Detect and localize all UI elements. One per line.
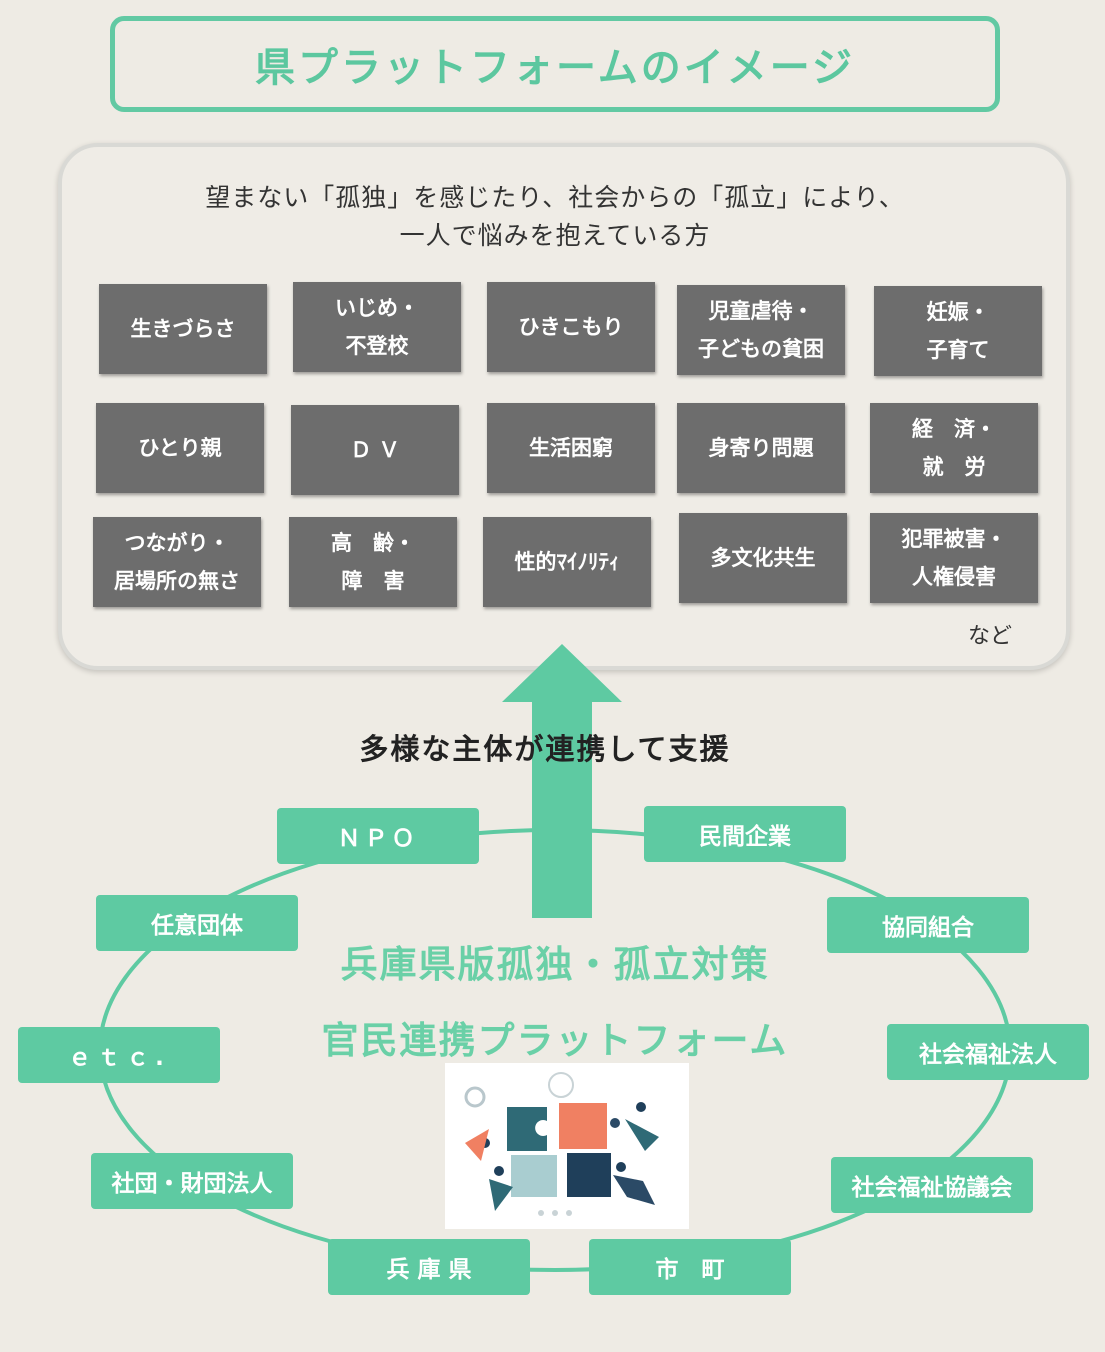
actor-cooperative: 協同組合 (827, 897, 1029, 953)
issue-crime-victim: 犯罪被害・人権侵害 (870, 513, 1038, 603)
issue-economy-employment: 経 済・就 労 (870, 403, 1038, 493)
support-label: 多様な主体が連携して支援 (359, 732, 731, 766)
actor-private-company: 民間企業 (644, 806, 846, 862)
issue-hikikomori: ひきこもり (487, 282, 655, 372)
puzzle-illustration (445, 1063, 689, 1229)
issue-dv: Ｄ Ｖ (291, 405, 459, 495)
panel-description-line1: 望まない「孤独」を感じたり、社会からの「孤立」により、 (205, 183, 905, 212)
actor-social-welfare-council: 社会福祉協議会 (831, 1157, 1033, 1213)
issue-ikizurasa: 生きづらさ (99, 284, 267, 374)
issue-multicultural: 多文化共生 (679, 513, 847, 603)
issue-pregnancy: 妊娠・子育て (874, 286, 1042, 376)
issue-ijime: いじめ・不登校 (293, 282, 461, 372)
issue-poverty: 生活困窮 (487, 403, 655, 493)
issue-no-relatives: 身寄り問題 (677, 403, 845, 493)
page-title: 県プラットフォームのイメージ (110, 16, 1000, 112)
etc-note: など (968, 624, 1013, 649)
actor-incorporated-foundation: 社団・財団法人 (91, 1153, 293, 1209)
panel-description-line2: 一人で悩みを抱えている方 (399, 221, 711, 250)
upward-arrow-icon (502, 644, 622, 918)
actor-hyogo-prefecture: 兵 庫 県 (328, 1239, 530, 1295)
issue-single-parent: ひとり親 (96, 403, 264, 493)
issue-elderly-disability: 高 齢・障 害 (289, 517, 457, 607)
actor-etc: ｅｔｃ. (18, 1027, 220, 1083)
platform-title-line2: 官民連携プラットフォーム (321, 1019, 789, 1062)
actor-municipality: 市 町 (589, 1239, 791, 1295)
issue-connection-place: つながり・居場所の無さ (93, 517, 261, 607)
actor-social-welfare-corporation: 社会福祉法人 (887, 1024, 1089, 1080)
issue-child-abuse: 児童虐待・子どもの貧困 (677, 285, 845, 375)
actor-npo: ＮＰＯ (277, 808, 479, 864)
actor-voluntary-group: 任意団体 (96, 895, 298, 951)
issue-sexual-minority: 性的ﾏｲﾉﾘﾃｨ (483, 517, 651, 607)
platform-title-line1: 兵庫県版孤独・孤立対策 (340, 943, 770, 986)
